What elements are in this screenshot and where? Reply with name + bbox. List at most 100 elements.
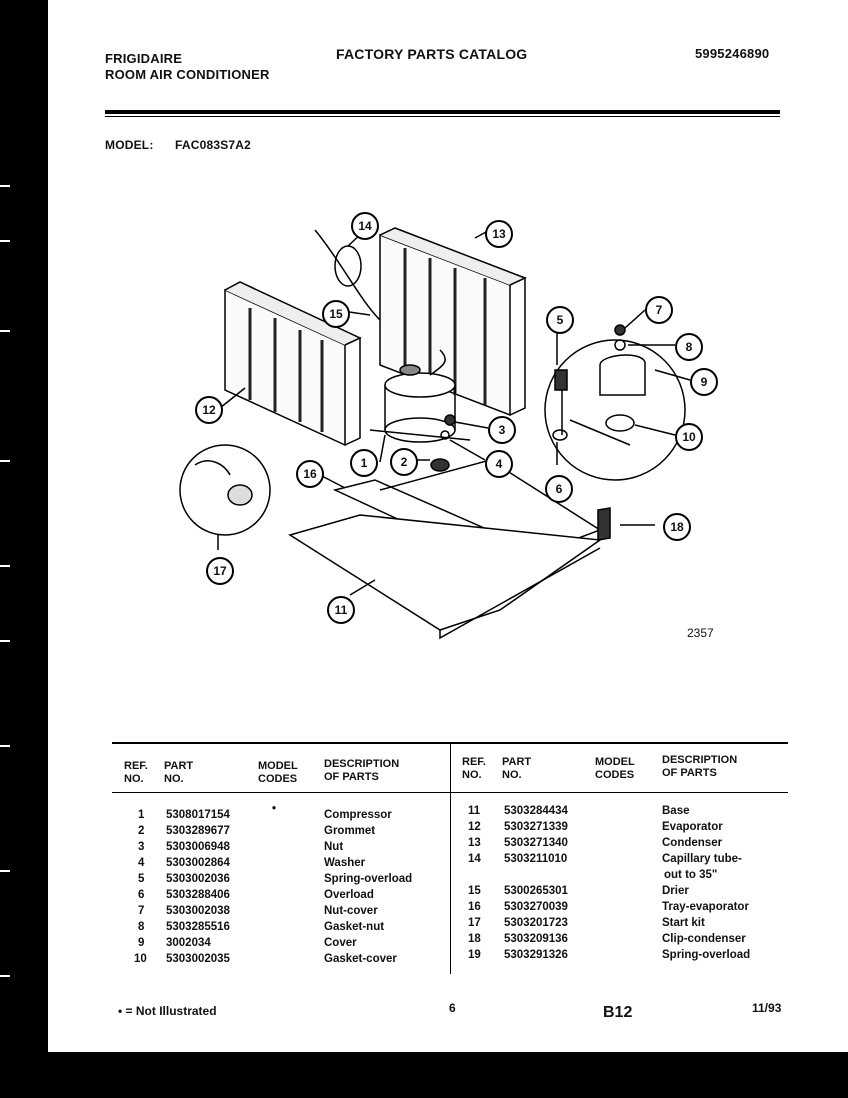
- ref-no: 9: [138, 937, 145, 949]
- callout: 10: [675, 423, 703, 451]
- ref-no: 14: [468, 853, 481, 865]
- callout-label: 12: [202, 403, 216, 417]
- ref-no: 2: [138, 825, 145, 837]
- part-no: 5303201723: [504, 917, 568, 929]
- ref-no: 12: [468, 821, 481, 833]
- part-no: 5303002864: [166, 857, 230, 869]
- diagram-drawing: [179, 227, 691, 640]
- callout: 5: [546, 306, 574, 334]
- ref-no: 17: [468, 917, 481, 929]
- nut: [444, 414, 456, 426]
- callout: 6: [545, 475, 573, 503]
- part-no: 5303002035: [166, 953, 230, 965]
- part-desc: Spring-overload: [662, 949, 751, 961]
- section-code: B12: [603, 1004, 633, 1021]
- callout: 16: [296, 460, 324, 488]
- part-no: 5303285516: [166, 921, 230, 933]
- part-desc: Gasket-cover: [324, 953, 397, 965]
- capillary-tube: [334, 245, 362, 287]
- ref-no: 8: [138, 921, 145, 933]
- callout-label: 8: [685, 340, 693, 354]
- part-desc: Tray-evaporator: [662, 901, 749, 913]
- part-no: 5303211010: [504, 853, 568, 865]
- start-kit-detail: [179, 444, 271, 536]
- callout: 2: [390, 448, 418, 476]
- part-no: 5303271339: [504, 821, 568, 833]
- callout: 13: [485, 220, 513, 248]
- callout-label: 3: [498, 423, 506, 437]
- scan-mark: [0, 460, 10, 462]
- callout-label: 13: [492, 227, 506, 241]
- callout-label: 18: [670, 520, 684, 534]
- part-desc: Drier: [662, 885, 689, 897]
- ref-no: 10: [134, 953, 147, 965]
- callout-label: 11: [334, 603, 348, 617]
- callout: 14: [351, 212, 379, 240]
- part-desc: Cover: [324, 937, 357, 949]
- callout: 17: [206, 557, 234, 585]
- table-center-divider: [450, 744, 451, 974]
- callout: 9: [690, 368, 718, 396]
- part-desc: Nut: [324, 841, 344, 853]
- callout-label: 1: [360, 456, 368, 470]
- part-no: 5300265301: [504, 885, 568, 897]
- part-desc: Start kit: [662, 917, 705, 929]
- catalog-title: FACTORY PARTS CATALOG: [336, 46, 528, 62]
- callout-label: 5: [556, 313, 564, 327]
- scan-border-bottom: [0, 1052, 848, 1098]
- callout: 3: [488, 416, 516, 444]
- part-no: 5303289677: [166, 825, 230, 837]
- ref-no: 13: [468, 837, 481, 849]
- model-number: FAC083S7A2: [175, 138, 252, 152]
- compressor: [384, 372, 456, 398]
- callout: 12: [195, 396, 223, 424]
- base: [288, 514, 603, 631]
- callout: 8: [675, 333, 703, 361]
- part-desc: Washer: [324, 857, 366, 869]
- part-no: 3002034: [166, 937, 211, 949]
- callout-label: 7: [655, 303, 663, 317]
- header-rule: [105, 110, 780, 114]
- table-top-rule: [112, 742, 788, 744]
- page-number: 6: [449, 1001, 456, 1015]
- part-no: 5303291326: [504, 949, 568, 961]
- model-label: MODEL:: [105, 138, 154, 152]
- ref-no: 4: [138, 857, 145, 869]
- callout: 1: [350, 449, 378, 477]
- callout: 7: [645, 296, 673, 324]
- overload-detail: [544, 339, 686, 481]
- part-no: 5308017154: [166, 809, 230, 821]
- callout-label: 14: [358, 219, 372, 233]
- part-desc: Base: [662, 805, 690, 817]
- catalog-number: 5995246890: [695, 46, 770, 61]
- part-desc: Compressor: [324, 809, 392, 821]
- model-code: •: [272, 803, 277, 815]
- callout-label: 4: [495, 457, 503, 471]
- ref-no: 5: [138, 873, 145, 885]
- part-no: 5303002038: [166, 905, 230, 917]
- part-desc: Clip-condenser: [662, 933, 746, 945]
- part-no: 5303288406: [166, 889, 230, 901]
- scan-border-left: [0, 0, 48, 1098]
- ref-no: 19: [468, 949, 481, 961]
- callout-label: 17: [213, 564, 227, 578]
- drawing-number: 2357: [687, 626, 714, 640]
- callout: 15: [322, 300, 350, 328]
- part-desc: Condenser: [662, 837, 723, 849]
- callout-label: 16: [303, 467, 317, 481]
- part-desc: out to 35": [664, 869, 718, 881]
- part-desc: Evaporator: [662, 821, 723, 833]
- callout: 18: [663, 513, 691, 541]
- grommet: [430, 458, 450, 472]
- ref-no: 3: [138, 841, 145, 853]
- callout-label: 15: [329, 307, 343, 321]
- scan-mark: [0, 870, 10, 872]
- part-no: 5303006948: [166, 841, 230, 853]
- part-desc: Gasket-nut: [324, 921, 385, 933]
- part-no: 5303271340: [504, 837, 568, 849]
